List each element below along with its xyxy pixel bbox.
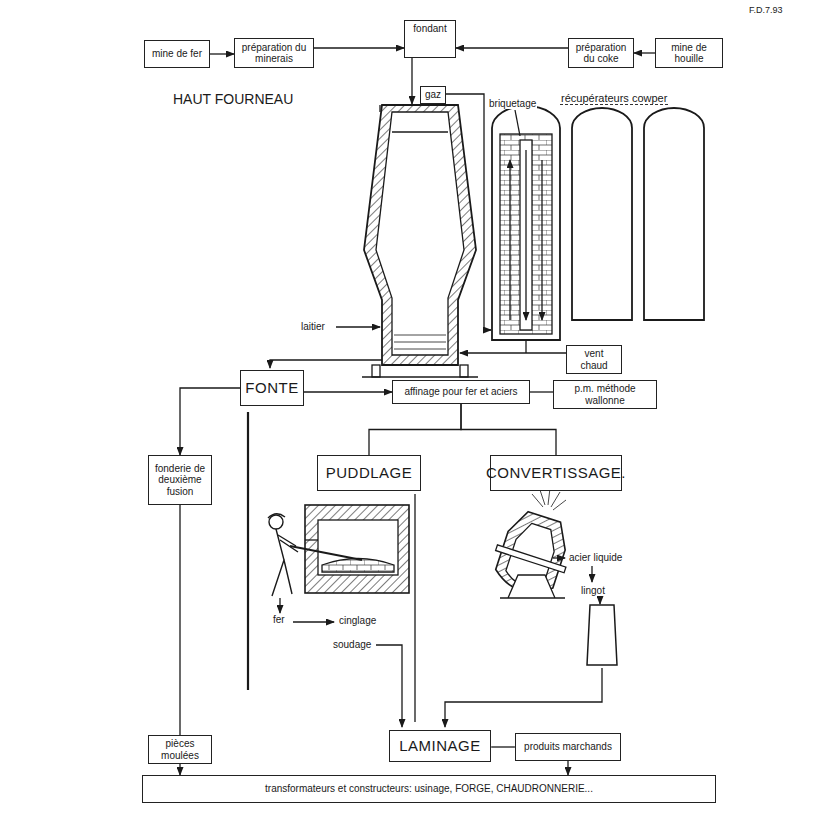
- connector: [314, 47, 404, 48]
- flow-arrow: [279, 598, 280, 613]
- flow-arrow: [591, 566, 592, 582]
- process-box: vent chaud: [566, 345, 622, 374]
- box-text: gaz: [425, 89, 441, 101]
- divider-line: [414, 494, 415, 722]
- box-text: PUDDLAGE: [326, 464, 413, 481]
- leader-line: [515, 110, 520, 136]
- worker-figure: [268, 514, 362, 596]
- connector: [456, 47, 568, 48]
- feed-line: [411, 58, 412, 104]
- flow-arrow: [599, 600, 600, 604]
- label-text: soudage: [332, 639, 372, 650]
- process-box: LAMINAGE: [389, 730, 491, 762]
- label-text: F.D.7.93: [748, 6, 784, 16]
- process-box: mine de houille: [655, 38, 723, 68]
- process-box: préparation du minerais: [234, 38, 314, 68]
- tap-line: [270, 360, 382, 368]
- blast-furnace: [362, 105, 478, 377]
- cowper-stove: [644, 108, 704, 320]
- box-text: préparation du minerais: [239, 42, 309, 65]
- connector: [304, 391, 392, 392]
- connector: [530, 391, 553, 392]
- cowper-stove: [492, 106, 560, 340]
- flow-arrow: [376, 645, 402, 727]
- process-box: produits marchands: [515, 733, 621, 761]
- label-text: fer: [272, 614, 286, 625]
- connector: [491, 746, 515, 747]
- spark-lines: [532, 488, 566, 510]
- cowper-stove: [572, 108, 632, 320]
- label-text: briquetage: [488, 98, 537, 109]
- process-box: fonderie de deuxième fusion: [148, 455, 212, 505]
- ingot: [587, 605, 617, 665]
- connector: [567, 761, 568, 775]
- flow-arrow: [293, 621, 334, 622]
- bessemer-converter: [486, 506, 578, 602]
- box-text: produits marchands: [524, 741, 612, 753]
- box-text: p.m. méthode wallonne: [558, 383, 652, 406]
- process-box: pièces moulées: [148, 735, 212, 764]
- box-text: fondant: [413, 23, 446, 35]
- process-box: mine de fer: [144, 40, 210, 68]
- flow-arrow: [445, 668, 602, 727]
- process-box: FONTE: [240, 370, 304, 406]
- connector: [634, 52, 655, 53]
- box-text: pièces moulées: [153, 738, 207, 761]
- box-text: affinage pour fer et aciers: [404, 386, 517, 398]
- process-box: CONVERTISSAGE.: [490, 455, 622, 491]
- process-box: préparation du coke: [568, 38, 634, 68]
- flow-arrow: [553, 557, 565, 558]
- connector: [179, 505, 180, 735]
- process-box: fondant: [404, 20, 456, 58]
- box-text: fonderie de deuxième fusion: [153, 463, 207, 498]
- label-text: laitier: [300, 321, 326, 332]
- label-text: cinglage: [338, 615, 377, 626]
- process-box: gaz: [420, 86, 446, 104]
- label-text: acier liquide: [568, 552, 623, 563]
- box-text: LAMINAGE: [399, 737, 481, 754]
- box-text: vent chaud: [571, 348, 617, 371]
- label-text: récupérateurs cowper: [560, 92, 668, 105]
- process-box: affinage pour fer et aciers: [392, 380, 530, 404]
- connector: [210, 53, 234, 54]
- process-box: p.m. méthode wallonne: [553, 380, 657, 409]
- converter-stand: [500, 575, 565, 598]
- box-text: mine de houille: [660, 42, 718, 65]
- box-text: transformateurs et constructeurs: usinag…: [265, 783, 593, 795]
- connector: [180, 388, 240, 455]
- hot-blast-line: [460, 352, 566, 353]
- label-text: lingot: [580, 585, 606, 596]
- divider-line: [247, 412, 249, 690]
- connector: [369, 404, 461, 455]
- process-box: transformateurs et constructeurs: usinag…: [142, 775, 716, 803]
- connector: [179, 764, 180, 775]
- box-text: préparation du coke: [573, 42, 629, 65]
- box-text: FONTE: [245, 379, 298, 396]
- box-text: CONVERTISSAGE.: [486, 464, 626, 481]
- puddling-furnace: [305, 505, 409, 593]
- connector: [461, 404, 556, 455]
- box-text: mine de fer: [152, 48, 202, 60]
- hot-blast-line: [525, 340, 526, 353]
- gas-line: [446, 94, 491, 330]
- leader-line: [336, 326, 380, 327]
- label-text: HAUT FOURNEAU: [172, 92, 294, 107]
- process-box: PUDDLAGE: [317, 455, 421, 491]
